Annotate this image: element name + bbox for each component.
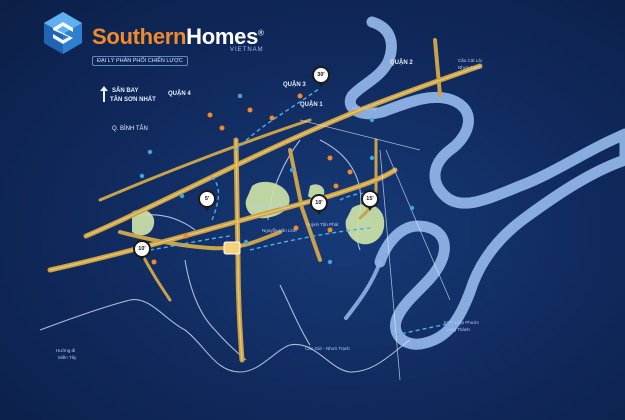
label-right-top-2: Nhơn Trạch: [458, 65, 482, 70]
time-badge-30: 30': [312, 66, 330, 87]
label-quan3: QUẬN 3: [283, 82, 306, 88]
label-can-gio: Cần Giờ - Nhơn Trạch: [305, 346, 350, 351]
district-boundaries: [39, 139, 411, 373]
river: [344, 16, 625, 350]
label-right-top-1: Cầu Cát Lái: [458, 58, 482, 63]
brand-name: SouthernHomes®: [92, 24, 264, 50]
label-quan1: QUẬN 1: [300, 102, 323, 108]
brand-logo: SouthernHomes® VIETNAM ĐẠI LÝ PHÂN PHỐI …: [40, 10, 280, 70]
label-airport-line2: TÂN SƠN NHẤT: [110, 97, 156, 103]
time-badge-10-center: 10': [310, 194, 328, 215]
label-center-3: Huỳnh Tấn Phát: [306, 222, 339, 227]
label-right-bottom-1: KCN Hiệp Phước: [444, 320, 479, 325]
brand-tagline: ĐẠI LÝ PHÂN PHỐI CHIẾN LƯỢC: [92, 56, 188, 66]
time-badge-15: 15': [361, 190, 379, 211]
label-huong-di-1: Hướng đi: [56, 348, 75, 353]
label-quan2: QUẬN 2: [390, 60, 413, 66]
brand-country: VIETNAM: [230, 47, 264, 53]
label-quan4: QUẬN 4: [168, 91, 191, 97]
brand-name-part2: Homes: [186, 24, 259, 49]
label-airport-line1: SÂN BAY: [112, 88, 139, 94]
label-right-bottom-2: Long Thành: [446, 327, 470, 332]
time-badge-5: 5': [198, 190, 216, 211]
label-center-1: Nguyễn Hữu Thọ: [252, 204, 287, 209]
project-site-marker: [223, 241, 241, 255]
registered-mark: ®: [258, 28, 264, 38]
poi-markers: [139, 93, 415, 265]
green-areas: [132, 181, 385, 245]
label-center-2: Nguyễn Văn Linh: [262, 228, 297, 233]
label-binh-tan: Q. BÌNH TÂN: [112, 126, 148, 132]
label-nha-be: Cầu Phú Mỹ: [352, 106, 377, 111]
cube-logo-icon: [44, 12, 82, 54]
time-badge-10-left: 10': [133, 240, 151, 261]
brand-name-part1: Southern: [92, 24, 187, 49]
label-huong-di-2: Miền Tây: [58, 355, 77, 360]
up-arrow-icon: [100, 86, 108, 102]
